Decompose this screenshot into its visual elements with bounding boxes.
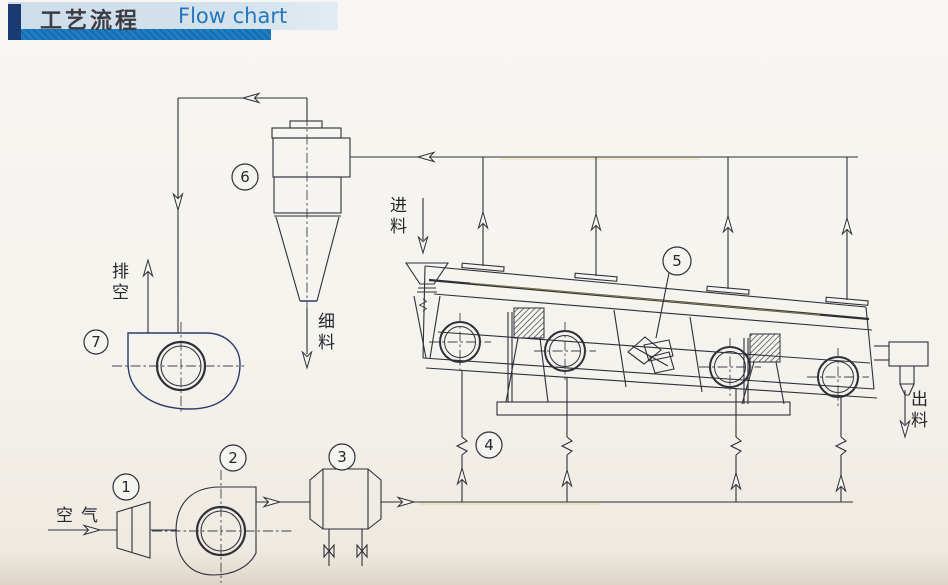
discharge-arrow <box>899 390 911 438</box>
feed-hopper <box>404 262 450 359</box>
fines-label: 细料 <box>314 312 335 354</box>
exhaust-fan <box>112 322 244 412</box>
page-title-zh: 工艺流程 <box>40 9 141 34</box>
discharge-label: 出料 <box>907 390 928 432</box>
cyclone-separator <box>271 116 351 345</box>
heater-valve <box>323 529 335 566</box>
dryer-partition <box>689 316 703 393</box>
header-band <box>8 2 338 30</box>
header-accent-bar <box>8 4 21 40</box>
riser-pipe <box>561 377 573 502</box>
discharge-chute <box>874 341 929 396</box>
balloon-5: 5 <box>655 246 692 339</box>
balloon-6: 6 <box>231 163 259 191</box>
feed-arrow <box>417 198 429 254</box>
balloon-4: 4 <box>475 431 503 459</box>
hot-air-manifold <box>381 496 853 508</box>
riser-pipe <box>835 396 847 502</box>
svg-text:4: 4 <box>484 436 494 454</box>
flow-arrow <box>301 351 313 369</box>
flex-connector <box>730 436 742 456</box>
vent-label: 排空 <box>108 262 129 304</box>
exhaust-riser <box>477 157 489 266</box>
page-title-en: Flow chart <box>178 4 288 28</box>
flex-connector <box>456 436 468 456</box>
svg-text:6: 6 <box>240 168 250 186</box>
support-leg <box>741 361 785 405</box>
svg-text:7: 7 <box>91 333 101 351</box>
spring-isolator <box>507 307 545 402</box>
air-filter <box>116 501 151 559</box>
cover-flange <box>461 262 869 306</box>
air-heater <box>309 468 382 566</box>
balloon-1: 1 <box>112 473 140 501</box>
svg-text:5: 5 <box>672 252 682 270</box>
exhaust-riser <box>841 157 853 300</box>
blower-fan <box>152 470 310 583</box>
vent-stack <box>142 259 154 333</box>
svg-text:3: 3 <box>337 448 347 466</box>
header-underline <box>21 29 271 40</box>
exhaust-riser <box>722 157 734 289</box>
heater-valve <box>356 529 368 566</box>
svg-text:1: 1 <box>121 478 131 496</box>
svg-text:2: 2 <box>228 449 238 467</box>
air-inlet-line <box>48 524 177 536</box>
spring-isolator <box>743 333 781 404</box>
flex-connector <box>561 436 573 456</box>
balloon-2: 2 <box>219 444 247 472</box>
flex-connector <box>419 298 427 312</box>
balloon-7: 7 <box>83 329 109 355</box>
flex-connector <box>835 436 847 456</box>
fines-arrow <box>301 308 313 369</box>
dryer-partition <box>613 309 627 388</box>
fluid-bed-dryer <box>404 262 929 416</box>
feed-label: 进料 <box>386 196 407 238</box>
air-label: 空气 <box>56 506 106 526</box>
exhaust-manifold <box>350 151 858 163</box>
balloon-3: 3 <box>328 443 356 471</box>
base-frame <box>496 401 791 416</box>
cyclone-outlet-pipe <box>172 92 308 333</box>
riser-pipe <box>730 389 742 502</box>
exhaust-riser <box>590 157 602 276</box>
riser-pipe <box>456 370 468 502</box>
support-leg <box>505 337 549 403</box>
vibration-motor <box>627 336 675 374</box>
